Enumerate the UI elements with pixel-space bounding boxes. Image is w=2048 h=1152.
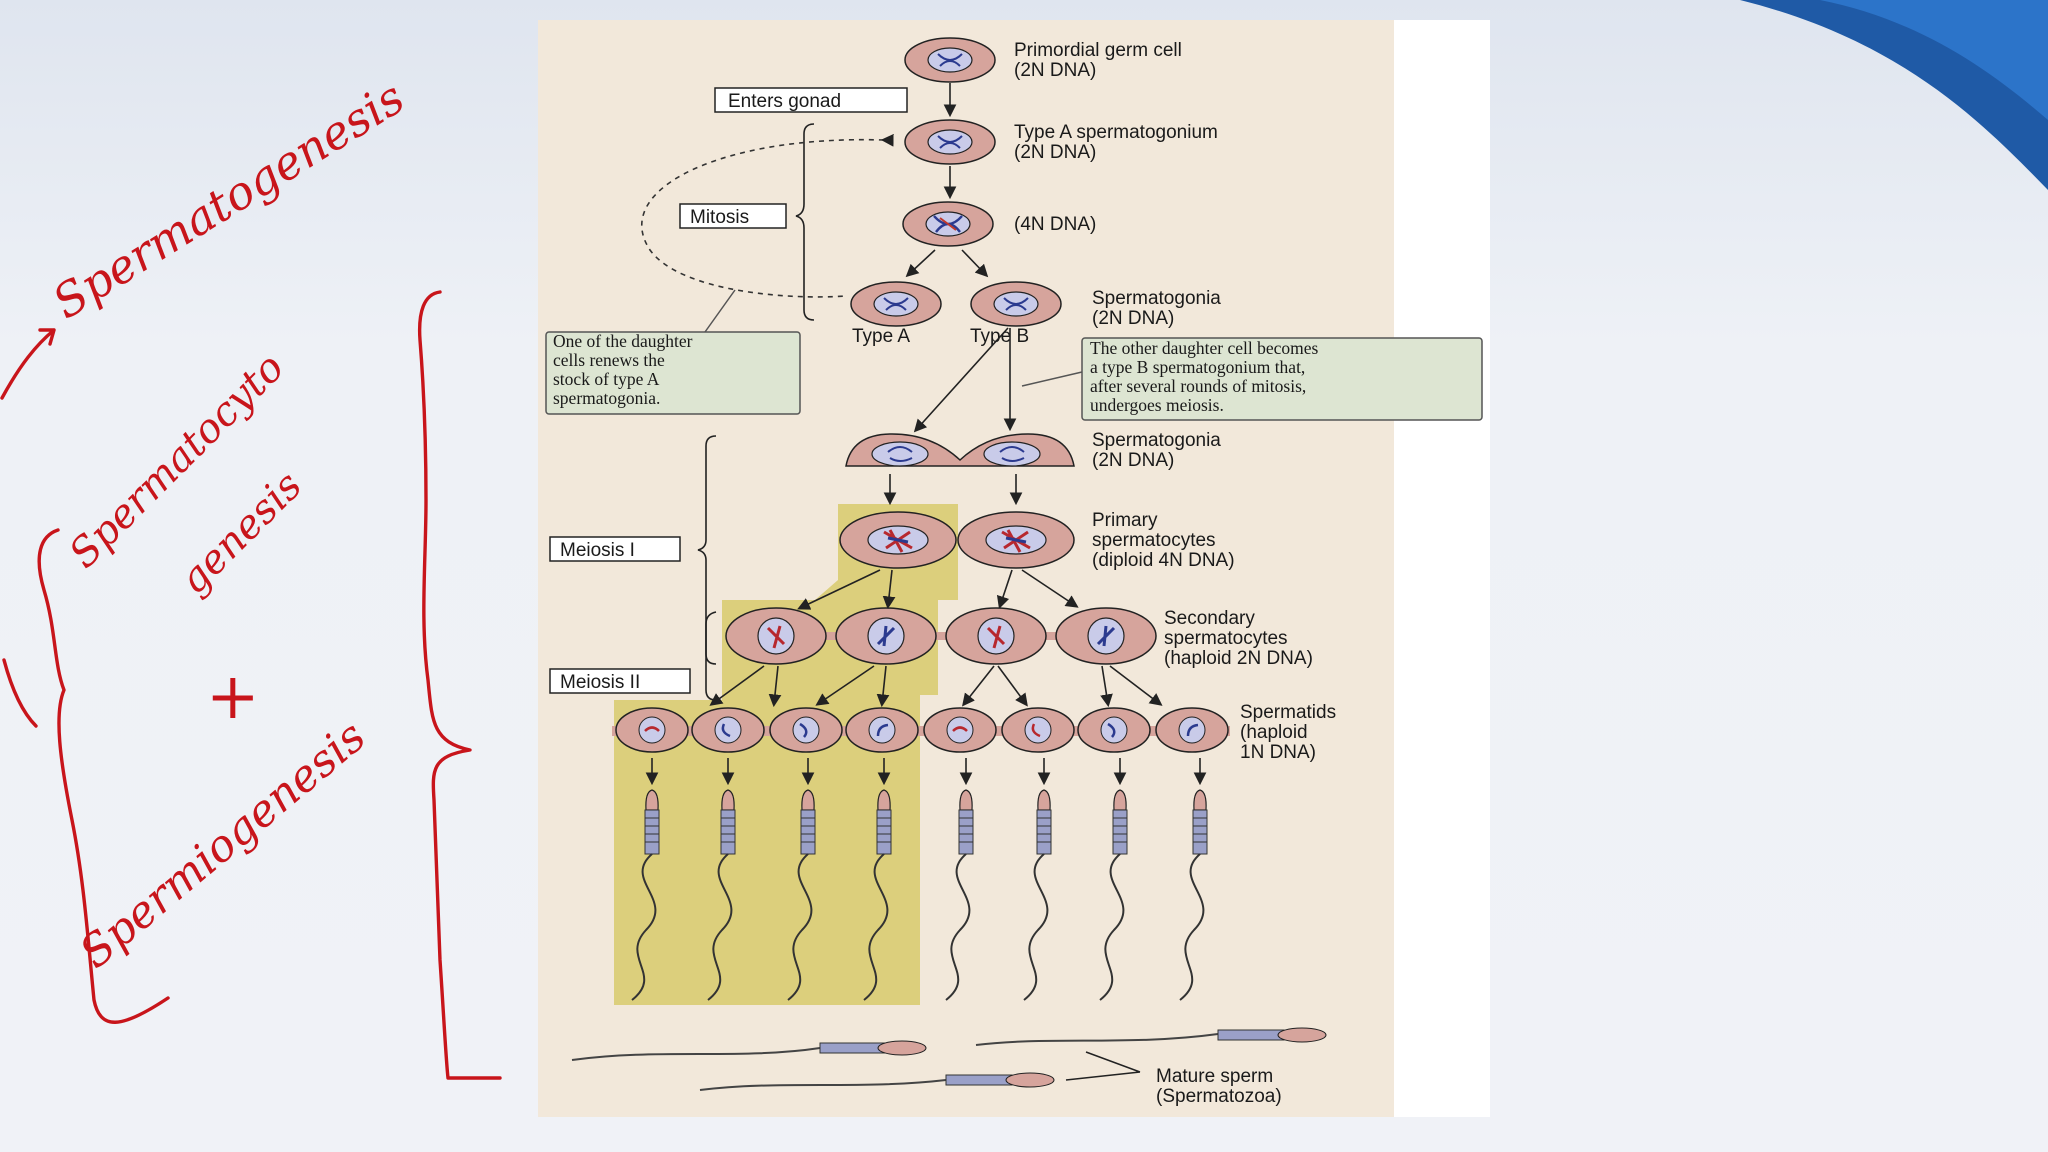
svg-text:spermatocytes: spermatocytes: [1092, 530, 1216, 551]
handwritten-annotations: Spermatogenesis Spermatocyto genesis + S…: [0, 70, 502, 1080]
primordial-dna: (2N DNA): [1014, 60, 1096, 81]
type-a-cell: [850, 281, 942, 327]
spermiogenesis-annotation: Spermiogenesis: [70, 711, 375, 979]
developing-sperm: [631, 758, 1208, 1001]
svg-text:Primordial germ cell: Primordial germ cell: [1014, 40, 1182, 61]
svg-text:cells renews the: cells renews the: [553, 350, 665, 370]
spermatogenesis-diagram: Primordial germ cell (2N DNA) Enters gon…: [538, 20, 1490, 1117]
dna-4n-label: (4N DNA): [1014, 214, 1096, 235]
renew-note-line: One of the daughter: [553, 331, 693, 351]
svg-text:Type A spermatogonium: Type A spermatogonium: [1014, 122, 1218, 143]
svg-text:(haploid 2N DNA): (haploid 2N DNA): [1164, 648, 1313, 669]
secondary-dna: (haploid 2N DNA): [1164, 648, 1313, 669]
svg-text:(2N DNA): (2N DNA): [1014, 60, 1096, 81]
renew-note-line: cells renews the: [553, 350, 665, 370]
spermatogonia-dna-2: (2N DNA): [1092, 450, 1174, 471]
mitosis-label: Mitosis: [690, 207, 749, 228]
spermatogonia-pair: [845, 433, 1075, 467]
type-a-spermatogonium: [904, 119, 996, 165]
primary-label: spermatocytes: [1092, 530, 1216, 551]
large-brace: [417, 290, 502, 1080]
primary-spermatocytes: [839, 511, 1075, 569]
svg-text:spermatocytes: spermatocytes: [1164, 628, 1288, 649]
spermatids-label: Spermatids: [1240, 702, 1336, 723]
svg-text:1N DNA): 1N DNA): [1240, 742, 1316, 763]
spermatids: [612, 707, 1230, 753]
spermatogonia-label-1: Spermatogonia: [1092, 288, 1221, 309]
spermatogonia-dna-1: (2N DNA): [1092, 308, 1174, 329]
other-note-line: a type B spermatogonium that,: [1090, 357, 1305, 377]
spermatogonia-label-2: Spermatogonia: [1092, 430, 1221, 451]
hand-arrow: [0, 328, 56, 400]
other-note-line: undergoes meiosis.: [1090, 395, 1224, 415]
svg-text:Primary: Primary: [1092, 510, 1158, 531]
svg-text:The other daughter cell become: The other daughter cell becomes: [1090, 338, 1319, 358]
svg-text:(diploid 4N DNA): (diploid 4N DNA): [1092, 550, 1235, 571]
mature-sperm-label: Mature sperm: [1156, 1066, 1273, 1087]
svg-text:One of the daughter: One of the daughter: [553, 331, 693, 351]
svg-text:undergoes meiosis.: undergoes meiosis.: [1090, 395, 1224, 415]
svg-text:spermatogonia.: spermatogonia.: [553, 388, 660, 408]
meiosis-1-box: [549, 536, 681, 562]
svg-text:Spermatids: Spermatids: [1240, 702, 1336, 723]
enters-gonad-label: Enters gonad: [728, 91, 841, 112]
other-note-line: after several rounds of mitosis,: [1090, 376, 1306, 396]
small-brace: [37, 528, 170, 1024]
renew-note: One of the daughter cells renews the sto…: [545, 289, 801, 415]
spermatozoa-label: (Spermatozoa): [1156, 1086, 1282, 1107]
svg-text:Mature sperm: Mature sperm: [1156, 1066, 1273, 1087]
svg-text:Spermatogonia: Spermatogonia: [1092, 430, 1221, 451]
svg-text:Spermatogonia: Spermatogonia: [1092, 288, 1221, 309]
type-a-sg-label: Type A spermatogonium: [1014, 122, 1218, 143]
secondary-label: Secondary: [1164, 608, 1255, 629]
spermatogenesis-annotation: Spermatogenesis: [43, 70, 413, 329]
renew-note-line: spermatogonia.: [553, 388, 660, 408]
svg-text:after several rounds of mitosi: after several rounds of mitosis,: [1090, 376, 1306, 396]
primary-dna: (diploid 4N DNA): [1092, 550, 1235, 571]
cell-4n: [902, 201, 994, 247]
svg-text:(2N DNA): (2N DNA): [1092, 450, 1174, 471]
svg-text:stock of type A: stock of type A: [553, 369, 660, 389]
renew-note-line: stock of type A: [553, 369, 660, 389]
svg-text:(2N DNA): (2N DNA): [1014, 142, 1096, 163]
secondary-label: spermatocytes: [1164, 628, 1288, 649]
type-b-cell: [970, 281, 1062, 327]
secondary-spermatocytes: [725, 607, 1157, 665]
meiosis-2-label: Meiosis II: [560, 672, 640, 693]
primary-label: Primary: [1092, 510, 1158, 531]
meiosis-2-arrows: [709, 665, 1163, 708]
primordial-label: Primordial germ cell: [1014, 40, 1182, 61]
svg-text:(Spermatozoa): (Spermatozoa): [1156, 1086, 1282, 1107]
svg-text:a type B spermatogonium that,: a type B spermatogonium that,: [1090, 357, 1305, 377]
plus-annotation: +: [206, 660, 260, 734]
svg-text:Secondary: Secondary: [1164, 608, 1255, 629]
primordial-germ-cell: [904, 37, 996, 83]
spermatids-dna: 1N DNA): [1240, 742, 1316, 763]
spermatocytogenesis-annotation-line2: genesis: [171, 463, 311, 603]
meiosis-2-box: [549, 668, 691, 694]
type-a-sg-dna: (2N DNA): [1014, 142, 1096, 163]
svg-text:(haploid: (haploid: [1240, 722, 1308, 743]
spermatids-label: (haploid: [1240, 722, 1308, 743]
small-brace-left-stroke: [2, 658, 38, 728]
enters-gonad-box: [714, 87, 908, 113]
other-daughter-note: The other daughter cell becomes a type B…: [1021, 337, 1483, 421]
type-a-label: Type A: [852, 326, 910, 347]
other-note-line: The other daughter cell becomes: [1090, 338, 1319, 358]
mature-sperm: [571, 1027, 1327, 1091]
meiosis-1-label: Meiosis I: [560, 540, 635, 561]
mitosis-box: [679, 203, 787, 229]
slide-decoration-accent: [1820, 0, 2048, 120]
svg-text:(2N DNA): (2N DNA): [1092, 308, 1174, 329]
